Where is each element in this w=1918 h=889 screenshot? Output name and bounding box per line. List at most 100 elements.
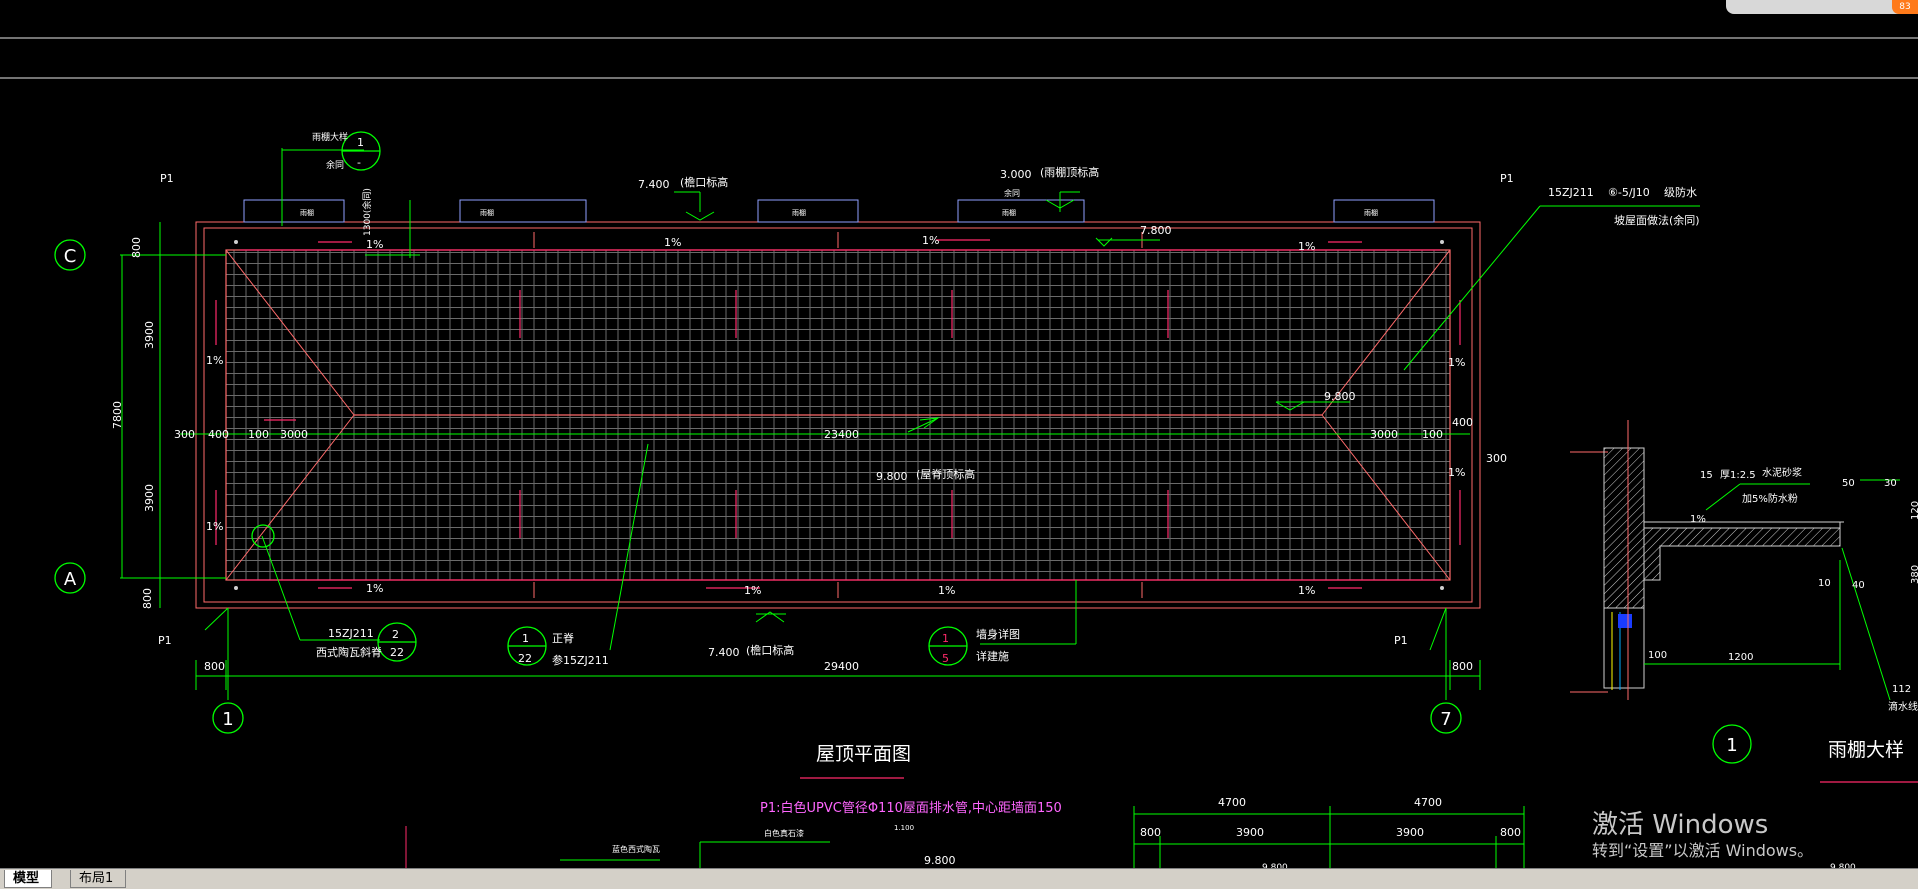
canopy-elev-label: (雨棚顶标高 xyxy=(1040,165,1099,179)
slope-top-2: 1% xyxy=(664,236,681,249)
detail-d40: 40 xyxy=(1852,580,1865,591)
ridge-elev-mid: 9.800 xyxy=(1324,390,1356,403)
tab-model[interactable]: 模型 xyxy=(4,870,53,888)
canopy-tag-5: 雨棚 xyxy=(1364,208,1378,217)
slope-top-3: 1% xyxy=(922,234,939,247)
detail-circle-label: 1 xyxy=(1726,735,1737,756)
grid-bubbles xyxy=(54,131,1918,783)
canopy-callout-num: 1 xyxy=(357,136,364,149)
canopy-elev: 3.000 xyxy=(1000,168,1032,181)
detail-d50: 50 xyxy=(1842,478,1855,489)
dim-3000-right: 3000 xyxy=(1370,428,1398,441)
wall-den: 5 xyxy=(942,652,949,665)
dim-400-left: 400 xyxy=(208,428,229,441)
notification-badge[interactable]: 83 xyxy=(1892,0,1918,14)
slope-top-1: 1% xyxy=(366,238,383,251)
dim-100-left: 100 xyxy=(248,428,269,441)
dim-400-right: 400 xyxy=(1452,416,1473,429)
grid-label-c: C xyxy=(64,246,77,267)
eave-bottom-elev: 7.400 xyxy=(708,646,740,659)
roof-plan xyxy=(195,199,1481,609)
canopy-tags: 雨棚 雨棚 雨棚 雨棚 雨棚 xyxy=(300,208,1378,217)
bottom-dim-4700-a: 4700 xyxy=(1218,796,1246,809)
dim-800-right-bottom: 800 xyxy=(1452,660,1473,673)
dim-7800: 7800 xyxy=(111,401,124,429)
p1-label-bottom-right: P1 xyxy=(1394,634,1408,647)
eave-bottom-label: (檐口标高 xyxy=(746,643,794,657)
detail-waterproof: 加5%防水粉 xyxy=(1742,492,1798,505)
grid-label-7: 7 xyxy=(1440,709,1451,730)
dim-300-left: 300 xyxy=(174,428,195,441)
bottom-dim-3900-b: 3900 xyxy=(1396,826,1424,839)
ridge-ref: 参15ZJ211 xyxy=(552,653,609,667)
slope-bottom-3: 1% xyxy=(938,584,955,597)
ridge-elev-center-label: (屋脊顶标高 xyxy=(916,467,975,481)
grid-label-a: A xyxy=(64,569,77,590)
bottom-dim-800-a: 800 xyxy=(1140,826,1161,839)
tile-den: 22 xyxy=(390,646,404,659)
ridge-den: 22 xyxy=(518,652,532,665)
tile-label: 西式陶瓦斜脊 xyxy=(316,645,382,659)
layout-tab-bar: 模型 布局1 xyxy=(0,868,1918,889)
ridge-label: 正脊 xyxy=(552,631,574,645)
dim-3900-a: 3900 xyxy=(143,321,156,349)
dim-3000-left: 3000 xyxy=(280,428,308,441)
tile-num: 2 xyxy=(392,628,399,641)
spec-code-2: ⑥-5/J10 xyxy=(1608,186,1650,199)
dim-bottom-800: 800 xyxy=(141,588,154,609)
canopy-tag-3: 雨棚 xyxy=(792,208,806,217)
dim-23400: 23400 xyxy=(824,428,859,441)
tab-layout-1[interactable]: 布局1 xyxy=(70,870,127,888)
activation-title: 激活 Windows xyxy=(1592,810,1769,840)
wall-label: 墙身详图 xyxy=(976,627,1020,641)
detail-mortar-2: 水泥砂浆 xyxy=(1762,466,1802,479)
dim-300-right: 300 xyxy=(1486,452,1507,465)
p1-label-top-left: P1 xyxy=(160,172,174,185)
canopy-callout-label: 雨棚大样 xyxy=(312,131,348,143)
dim-top-800: 800 xyxy=(130,237,143,258)
dim-100-right: 100 xyxy=(1422,428,1443,441)
canopy-same: 余同 xyxy=(1004,188,1020,198)
canopy-tag-2: 雨棚 xyxy=(480,208,494,217)
wall-sub: 详建施 xyxy=(976,649,1009,663)
spec-line-2: 坡屋面做法(余同) xyxy=(1614,213,1700,227)
bottom-elevation-text: 4700 4700 800 3900 3900 800 9.800 9.800 … xyxy=(612,796,1856,873)
slope-bottom-1: 1% xyxy=(366,582,383,595)
dimension-lines xyxy=(120,148,1700,700)
bottom-stone-label: 白色真石漆 xyxy=(764,828,804,838)
slope-left-2: 1% xyxy=(206,520,223,533)
detail-d10: 10 xyxy=(1818,578,1831,589)
detail-d380: 380 xyxy=(1910,565,1918,584)
slope-right-1: 1% xyxy=(1448,356,1465,369)
detail-text: 15 厚1:2.5 水泥砂浆 加5%防水粉 1% 50 30 120 380 1… xyxy=(1648,466,1918,713)
slope-left-1: 1% xyxy=(206,354,223,367)
ime-toolbar[interactable] xyxy=(1726,0,1918,14)
wall-num: 1 xyxy=(942,632,949,645)
dim-29400: 29400 xyxy=(824,660,859,673)
detail-drip: 滴水线 xyxy=(1888,700,1918,713)
slope-bottom-4: 1% xyxy=(1298,584,1315,597)
bottom-elev-9800-b: 9.800 xyxy=(924,854,956,867)
p1-label-bottom-left: P1 xyxy=(158,634,172,647)
grid-label-1: 1 xyxy=(222,709,233,730)
bottom-elevation xyxy=(405,806,1525,868)
canopy-tag-1: 雨棚 xyxy=(300,208,314,217)
bottom-dim-800-b: 800 xyxy=(1500,826,1521,839)
detail-title: 雨棚大样 xyxy=(1828,739,1904,761)
dim-3900-b: 3900 xyxy=(143,484,156,512)
detail-d30: 30 xyxy=(1884,478,1897,489)
p1-label-top-right: P1 xyxy=(1500,172,1514,185)
eave-top-label: (檐口标高 xyxy=(680,175,728,189)
activation-subtitle: 转到“设置”以激活 Windows。 xyxy=(1592,841,1814,860)
windows-activation-watermark: 激活 Windows 转到“设置”以激活 Windows。 xyxy=(1592,810,1813,862)
detail-slope: 1% xyxy=(1690,514,1706,525)
slope-labels: 1% 1% 1% 1% 1% 1% 1% 1% 1% 1% 1% 1% xyxy=(206,234,1465,597)
canopy-callout-den: - xyxy=(357,156,361,169)
slope-bottom-2: 1% xyxy=(744,584,761,597)
slope-right-2: 1% xyxy=(1448,466,1465,479)
slope-top-4: 1% xyxy=(1298,240,1315,253)
ridge-elev-center: 9.800 xyxy=(876,470,908,483)
detail-d100: 100 xyxy=(1648,650,1667,661)
bottom-dim-4700-b: 4700 xyxy=(1414,796,1442,809)
